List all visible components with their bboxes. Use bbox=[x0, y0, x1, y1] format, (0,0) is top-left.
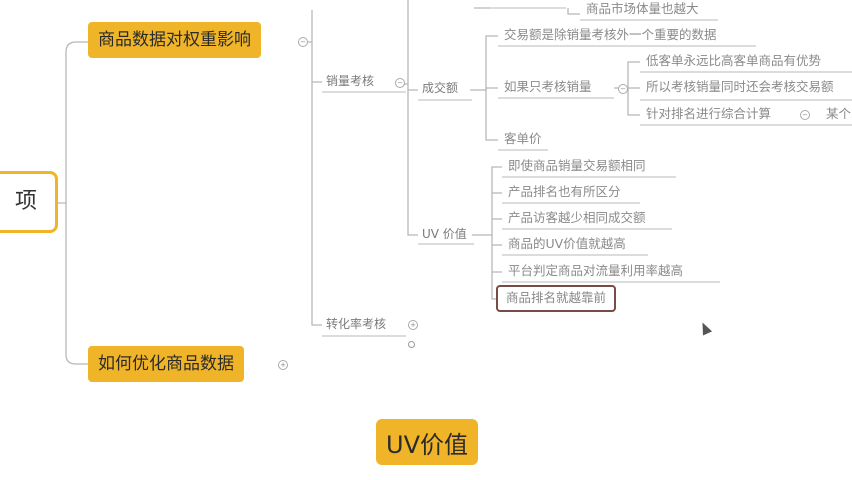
branch-conversion[interactable]: 转化率考核 bbox=[326, 318, 386, 330]
leaf-some[interactable]: 某个 bbox=[826, 106, 852, 121]
leaf-label: 所以考核销量同时还会考核交易额 bbox=[646, 79, 834, 94]
branch-label: 成交额 bbox=[422, 81, 459, 95]
leaf-low-price[interactable]: 低客单永远比高客单商品有优势 bbox=[646, 53, 822, 68]
expand-toggle-icon[interactable]: + bbox=[408, 320, 418, 330]
collapse-toggle-icon[interactable]: − bbox=[298, 37, 308, 47]
connector-dot-icon bbox=[408, 341, 415, 348]
leaf-uv-6-selected[interactable]: 商品排名就越靠前 bbox=[496, 285, 617, 312]
caption-banner: UV价值 bbox=[376, 419, 478, 465]
branch-label: 销量考核 bbox=[326, 74, 375, 88]
leaf-uv-2[interactable]: 产品排名也有所区分 bbox=[508, 184, 621, 199]
main-topic-optimize[interactable]: 如何优化商品数据 bbox=[88, 346, 244, 382]
leaf-label: 即使商品销量交易额相同 bbox=[508, 158, 646, 173]
leaf-combined[interactable]: 针对排名进行综合计算 bbox=[646, 106, 772, 121]
leaf-label: 商品市场体量也越大 bbox=[586, 1, 699, 16]
leaf-label: 交易额是除销量考核外一个重要的数据 bbox=[504, 27, 717, 42]
branch-label: 转化率考核 bbox=[326, 317, 387, 331]
leaf-uv-3[interactable]: 产品访客越少相同成交额 bbox=[508, 210, 646, 225]
leaf-label: 平台判定商品对流量利用率越高 bbox=[508, 263, 684, 278]
leaf-label: 低客单永远比高客单商品有优势 bbox=[646, 53, 822, 68]
branch-sales[interactable]: 销量考核 bbox=[326, 75, 374, 87]
leaf-market-size[interactable]: 商品市场体量也越大 bbox=[586, 1, 699, 16]
main-topic-label: 如何优化商品数据 bbox=[98, 353, 234, 374]
leaf-uv-1[interactable]: 即使商品销量交易额相同 bbox=[508, 158, 646, 173]
leaf-label: 商品排名就越靠前 bbox=[506, 290, 607, 305]
leaf-label: 产品排名也有所区分 bbox=[508, 184, 621, 199]
leaf-aov[interactable]: 客单价 bbox=[504, 131, 542, 146]
expand-toggle-icon[interactable]: + bbox=[278, 360, 288, 370]
root-topic[interactable]: 项 bbox=[0, 171, 58, 233]
main-topic-weight-impact[interactable]: 商品数据对权重影响 bbox=[88, 22, 261, 58]
leaf-uv-5[interactable]: 平台判定商品对流量利用率越高 bbox=[508, 263, 684, 278]
root-topic-label: 项 bbox=[14, 189, 37, 214]
leaf-sales-only[interactable]: 如果只考核销量 bbox=[504, 79, 592, 94]
branch-label: UV 价值 bbox=[422, 227, 467, 241]
branch-uv[interactable]: UV 价值 bbox=[422, 228, 467, 240]
leaf-gmv-note[interactable]: 交易额是除销量考核外一个重要的数据 bbox=[504, 27, 717, 42]
collapse-toggle-icon[interactable]: − bbox=[800, 110, 810, 120]
leaf-label: 客单价 bbox=[504, 131, 542, 146]
collapse-toggle-icon[interactable]: − bbox=[395, 78, 405, 88]
leaf-label: 如果只考核销量 bbox=[504, 79, 592, 94]
caption-text: UV价值 bbox=[386, 430, 468, 459]
leaf-label: 产品访客越少相同成交额 bbox=[508, 210, 646, 225]
leaf-uv-4[interactable]: 商品的UV价值就越高 bbox=[508, 236, 626, 251]
main-topic-label: 商品数据对权重影响 bbox=[98, 29, 251, 50]
branch-gmv[interactable]: 成交额 bbox=[422, 82, 458, 94]
leaf-label: 针对排名进行综合计算 bbox=[646, 106, 772, 121]
leaf-both[interactable]: 所以考核销量同时还会考核交易额 bbox=[646, 79, 834, 94]
leaf-label: 某个 bbox=[826, 106, 852, 121]
leaf-label: 商品的UV价值就越高 bbox=[508, 236, 626, 251]
collapse-toggle-icon[interactable]: − bbox=[618, 84, 628, 94]
